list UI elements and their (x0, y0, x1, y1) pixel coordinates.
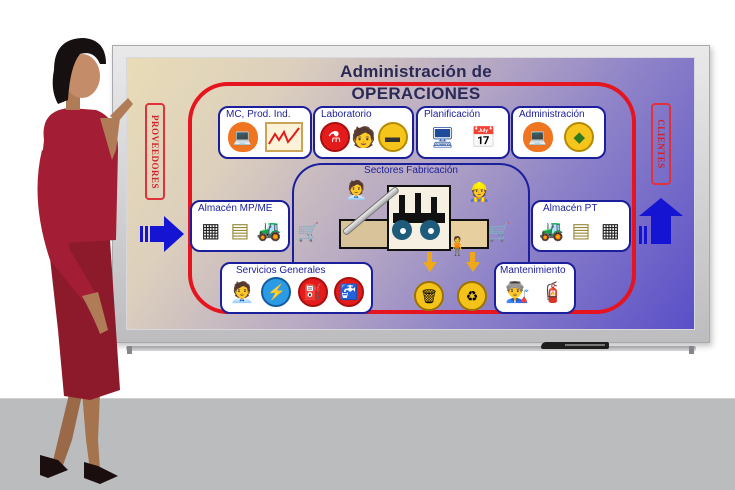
output-arrow-icon (639, 198, 683, 244)
welder-icon: 👨‍🏭 (505, 281, 530, 304)
module-mantenimiento: Mantenimiento 👨‍🏭 🧯 (494, 262, 576, 314)
tray-end-cap (127, 346, 132, 354)
waste-arrow-stem (427, 252, 432, 264)
module-mc-prod-ind: MC, Prod. Ind. 💻 (218, 106, 312, 159)
handtruck-worker-icon: 🛒 (488, 222, 511, 242)
waste-arrow-stem (470, 252, 475, 264)
operations-loop (188, 82, 636, 314)
forklift-icon: 🚜 (256, 219, 282, 242)
gear-icon (392, 220, 412, 240)
module-label: Mantenimiento (500, 265, 566, 276)
module-label: Almacén PT (543, 203, 598, 214)
manufacturing-sectors-label: Sectores Fabricación (364, 165, 458, 176)
manufacturing-sectors-area (292, 163, 530, 313)
worker-at-computer-icon: 💻 (227, 122, 258, 152)
diagram-title-line2: OPERACIONES (351, 84, 481, 103)
suppliers-label-box: PROVEEDORES (145, 103, 165, 200)
floor (0, 398, 735, 490)
map-icon: ◆ (564, 122, 595, 152)
factory-icon (387, 185, 451, 251)
electricity-tower-icon: ⚡ (261, 277, 292, 307)
beaker-icon: ⚗ (319, 122, 350, 152)
firefighter-icon: 🧯 (540, 281, 565, 304)
worker-icon: 🧍 (446, 236, 469, 256)
module-almacen-mp-me: Almacén MP/ME ▦ ▤ 🚜 (190, 200, 290, 252)
module-label: Planificación (424, 109, 481, 120)
module-label: Servicios Generales (236, 265, 326, 276)
diagram-title-line1: Administración de (340, 62, 492, 81)
forklift-icon: 🚜 (539, 219, 565, 242)
module-servicios-generales: Servicios Generales 🧑‍💼 ⚡ ⛽ 🚰 (220, 262, 373, 314)
calendar-icon: 📅 (471, 126, 496, 149)
waste-arrow-icon (423, 262, 437, 272)
clients-label-box: CLIENTES (651, 103, 671, 185)
supervisor-icon: 🧑‍💼 (345, 180, 368, 200)
module-label: MC, Prod. Ind. (226, 109, 291, 120)
pallet-icon: ▤ (571, 219, 591, 242)
handtruck-worker-icon: 🛒 (297, 222, 320, 242)
line-chart-icon (264, 122, 303, 152)
pallet-icon: ▤ (230, 219, 250, 242)
scientist-icon: 🧑 (351, 126, 376, 149)
clients-label: CLIENTES (656, 119, 666, 169)
module-label: Almacén MP/ME (198, 203, 273, 214)
trash-bin-icon: 🗑 (414, 281, 444, 311)
waste-arrow-icon (466, 262, 480, 272)
module-almacen-pt: Almacén PT 🚜 ▤ ▦ (531, 200, 631, 252)
marker-label (565, 344, 605, 346)
packing-photo-icon (449, 219, 489, 249)
fuel-pump-icon: ⛽ (297, 277, 328, 307)
module-label: Laboratorio (321, 109, 372, 120)
tray-end-cap (689, 346, 694, 354)
warehouse-icon: ▦ (201, 219, 221, 242)
presenter-figure (37, 38, 133, 484)
module-planificacion: Planificación 🖥 📅 (416, 106, 510, 159)
input-arrow-icon (140, 216, 184, 252)
water-tap-icon: 🚰 (333, 277, 364, 307)
module-label: Administración (519, 109, 585, 120)
warehouse-icon: ▦ (600, 219, 620, 242)
test-tube-icon: ▬ (377, 122, 408, 152)
whiteboard-tray (126, 346, 696, 351)
worker-at-computer-icon: 💻 (522, 122, 553, 152)
module-administracion: Administración 💻 ◆ (511, 106, 606, 159)
person-at-computer-icon: 🖥 (429, 126, 456, 149)
suppliers-label: PROVEEDORES (150, 114, 160, 189)
engineer-with-plans-icon: 👷 (468, 182, 491, 202)
module-laboratorio: Laboratorio ⚗ 🧑 ▬ (313, 106, 414, 159)
supervisor-icon: 🧑‍💼 (229, 281, 255, 304)
recycle-bin-icon: ♻ (457, 281, 487, 311)
gear-icon (420, 220, 440, 240)
